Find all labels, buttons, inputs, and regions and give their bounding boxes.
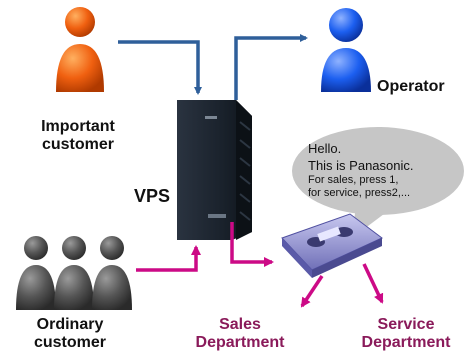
ordinary-customer-line2: customer	[33, 334, 107, 352]
sales-department-line2: Department	[195, 334, 285, 352]
operator-person-icon	[321, 8, 371, 92]
important-customer-person-icon	[56, 7, 104, 92]
vps-unit-icon	[177, 100, 252, 240]
operator-label: Operator	[377, 78, 445, 95]
bubble-line-2: This is Panasonic.	[308, 158, 414, 173]
bubble-line-4: for service, press2,...	[308, 187, 411, 199]
arrow-tape-to-service	[362, 263, 384, 304]
service-department-line2: Department	[361, 334, 451, 352]
arrow-important-to-vps	[118, 40, 202, 95]
sales-department-label: Sales Department	[185, 316, 295, 353]
service-department-line1: Service	[377, 316, 435, 333]
bubble-line-1: Hello.	[308, 141, 342, 156]
service-department-label: Service Department	[350, 316, 462, 353]
bubble-line-3: For sales, press 1,	[308, 174, 399, 186]
ordinary-customer-people-icon	[16, 236, 132, 310]
arrow-vps-to-operator	[234, 34, 308, 100]
important-customer-label: Important customer	[8, 118, 148, 155]
important-customer-line1: Important	[41, 118, 115, 135]
sales-department-line1: Sales	[219, 316, 261, 333]
important-customer-line2: customer	[41, 136, 115, 154]
vps-label: VPS	[134, 186, 171, 206]
arrow-tape-to-sales	[300, 275, 324, 308]
cassette-tape-icon	[281, 213, 383, 278]
ordinary-customer-label: Ordinary customer	[0, 316, 140, 353]
arrow-ordinary-to-vps	[136, 245, 201, 272]
speech-bubble-text: Hello. This is Panasonic. For sales, pre…	[308, 140, 460, 200]
ordinary-customer-line1: Ordinary	[36, 316, 104, 333]
arrow-vps-to-tape	[230, 222, 274, 267]
